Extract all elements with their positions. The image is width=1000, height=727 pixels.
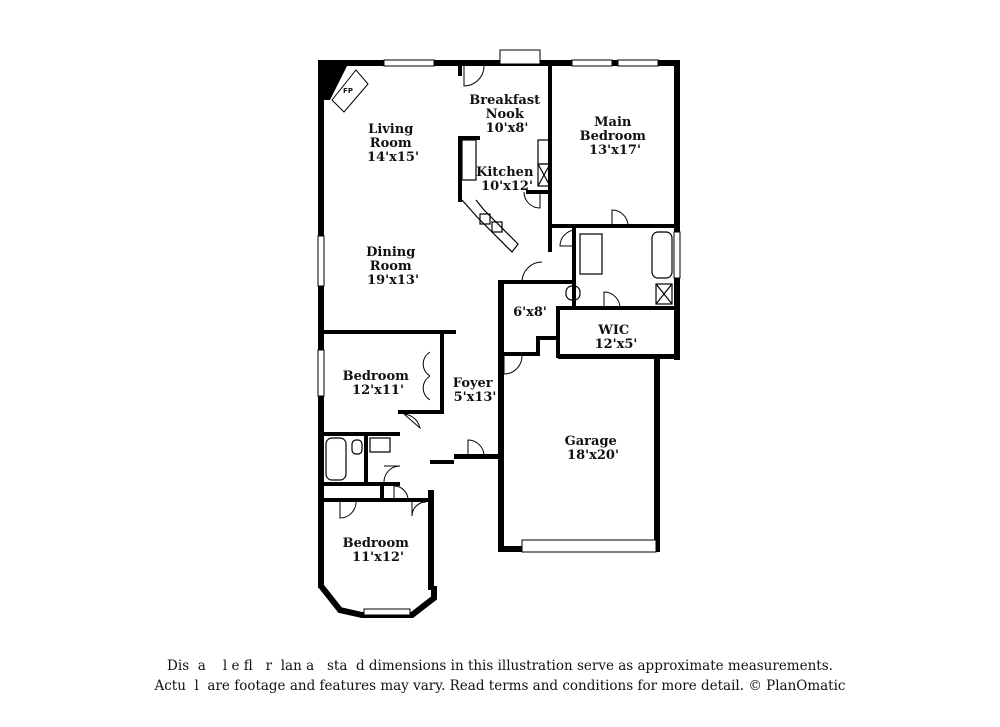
doors xyxy=(339,65,629,519)
disclaimer-line-1: Dis a l e fl r lan a sta d dimensions in… xyxy=(167,658,833,674)
fireplace: FP xyxy=(331,69,369,113)
windows xyxy=(317,49,681,553)
room-bedroom-2: Bedroom 12'x11' xyxy=(343,369,414,398)
room-kitchen: Kitchen 10'x12' xyxy=(476,165,538,194)
room-labels: Living Room 14'x15' Breakfast Nook 10'x8… xyxy=(343,93,651,565)
room-dining: Dining Room 19'x13' xyxy=(366,245,420,288)
bath-fixtures xyxy=(325,231,673,481)
disclaimer: Dis a l e fl r lan a sta d dimensions in… xyxy=(0,656,1000,696)
room-bedroom-3: Bedroom 11'x12' xyxy=(343,536,414,565)
fireplace-label: FP xyxy=(343,87,353,95)
disclaimer-line-2: Actu l are footage and features may vary… xyxy=(154,678,846,694)
room-wic: WIC 12'x5' xyxy=(595,323,638,352)
room-laundry: 6'x8' xyxy=(513,305,547,320)
bay-window xyxy=(318,584,437,618)
floor-plan: FP Living Room 14'x15' Breakfast Nook 10… xyxy=(317,49,681,618)
kitchen-fixtures xyxy=(461,139,551,253)
room-breakfast-nook: Breakfast Nook 10'x8' xyxy=(469,93,544,136)
room-garage: Garage 18'x20' xyxy=(565,434,622,463)
room-living: Living Room 14'x15' xyxy=(367,122,419,165)
room-foyer: Foyer 5'x13' xyxy=(453,376,497,405)
room-main-bedroom: Main Bedroom 13'x17' xyxy=(580,115,651,158)
